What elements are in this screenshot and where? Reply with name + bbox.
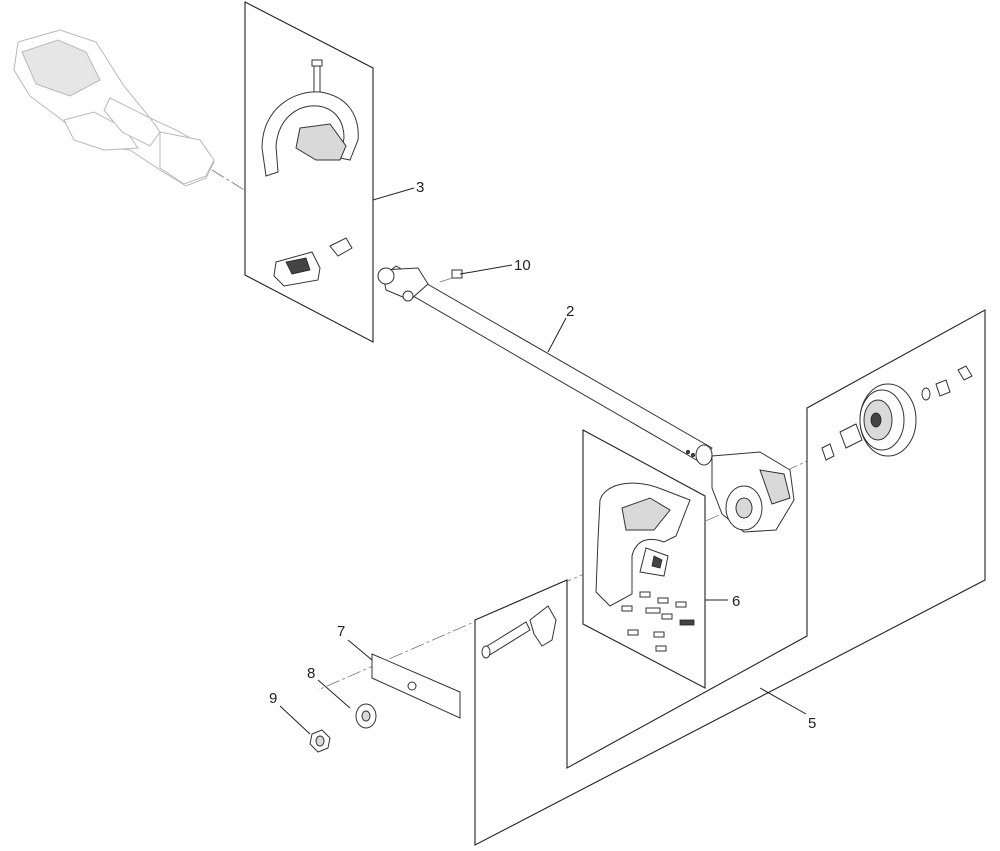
callout-6: 6 — [732, 593, 740, 610]
shaft-screw — [451, 269, 473, 279]
power-head-ghost — [13, 29, 215, 187]
callout-7: 7 — [337, 623, 345, 640]
wheel-assembly — [821, 365, 973, 461]
callout-8: 8 — [307, 665, 315, 682]
blade-spacer — [529, 605, 557, 647]
shaft-stub — [329, 237, 353, 257]
kit-panel-5 — [474, 309, 986, 846]
callout-9: 9 — [269, 690, 277, 707]
loop-handle — [261, 91, 359, 177]
callout-3: 3 — [416, 179, 424, 196]
leader-lines — [279, 187, 807, 735]
handle-clamp — [273, 251, 321, 287]
drive-shaft — [377, 265, 713, 466]
handle-kit-panel — [244, 1, 374, 343]
guard-hardware — [621, 591, 695, 652]
blade-guard — [595, 482, 691, 607]
edger-blade — [371, 653, 461, 719]
blade-bolt — [481, 621, 531, 659]
callout-10: 10 — [514, 257, 531, 274]
handle-bolt — [311, 59, 323, 93]
guard-kit-panel — [582, 429, 706, 689]
blade-nut — [309, 729, 331, 753]
callouts: 2 3 5 6 7 8 9 10 — [269, 179, 816, 732]
callout-2: 2 — [566, 303, 574, 320]
gear-head — [711, 451, 795, 533]
blade-washer — [355, 703, 377, 729]
callout-5: 5 — [808, 715, 816, 732]
